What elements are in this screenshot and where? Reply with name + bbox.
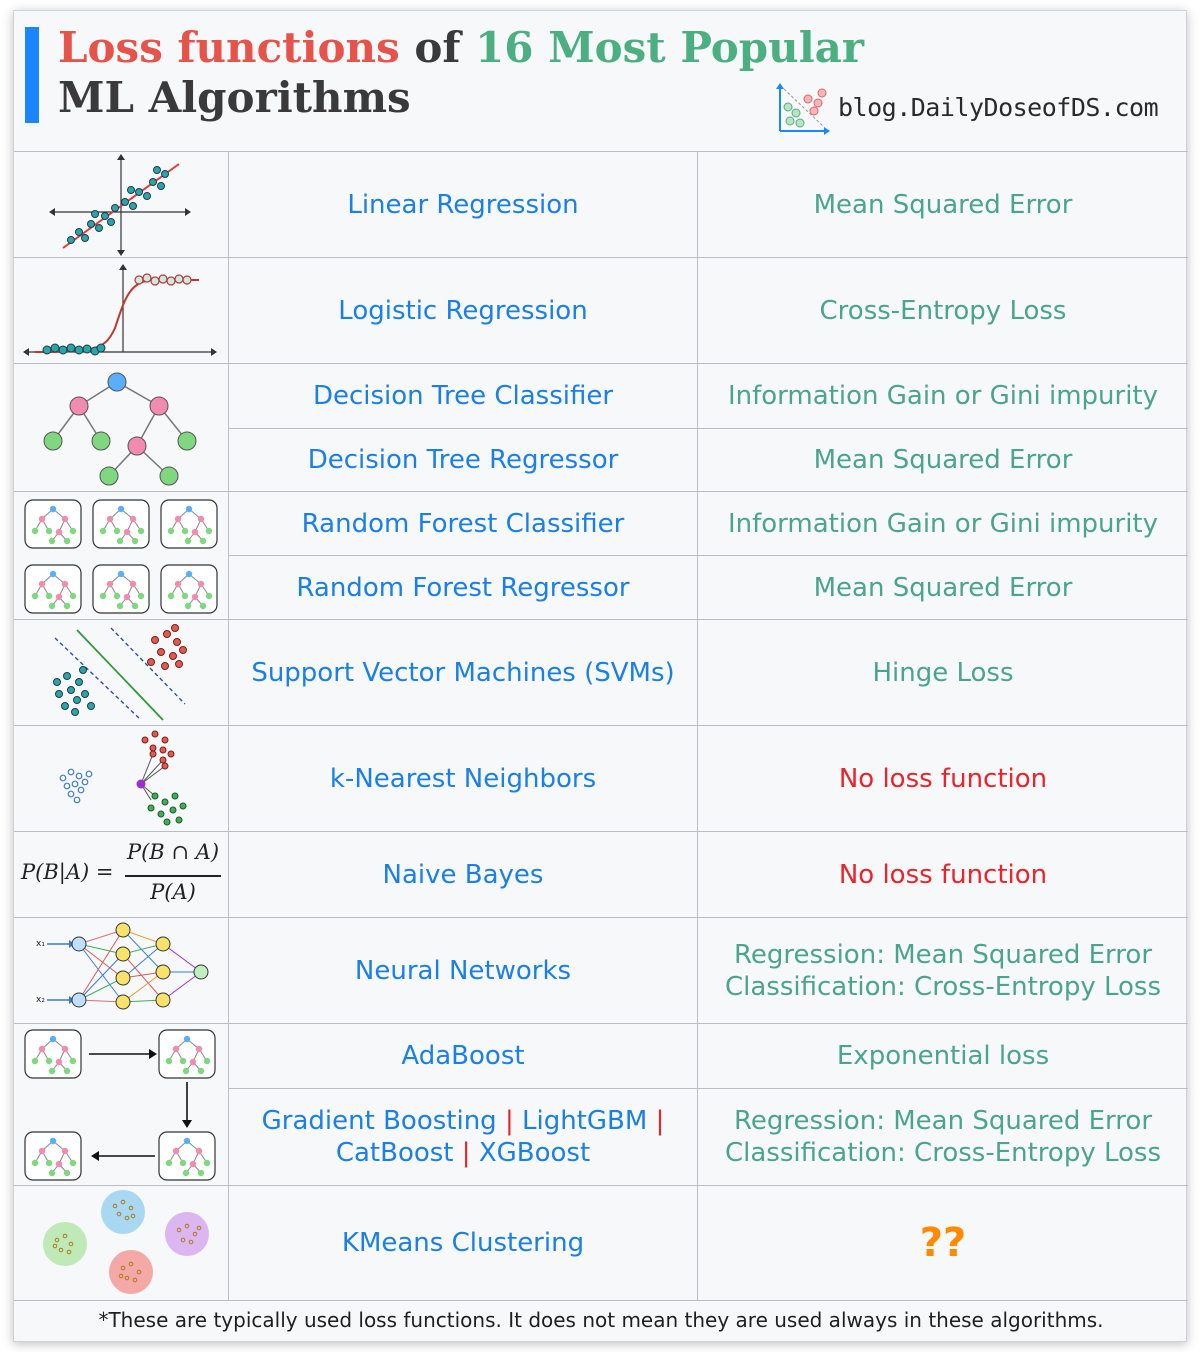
column-divider — [228, 151, 229, 1301]
row-divider — [14, 491, 1188, 492]
algorithm-random-forest-regressor: Random Forest Regressor — [296, 572, 630, 603]
random-forest-icon — [24, 499, 218, 614]
row-divider — [14, 363, 1188, 364]
loss-gradient-boosting: Regression: Mean Squared Error Classific… — [698, 1089, 1188, 1185]
scatter-plot-logo-icon — [776, 83, 830, 135]
footnote: *These are typically used loss functions… — [98, 1308, 1104, 1332]
table-top-border — [14, 151, 1188, 152]
bayes-fraction-bar — [125, 875, 221, 877]
nn-input-x1: x₁ — [36, 939, 45, 949]
algorithm-decision-tree-classifier: Decision Tree Classifier — [312, 381, 614, 411]
loss-logistic-regression: Cross-Entropy Loss — [819, 295, 1067, 326]
decision-tree-icon — [43, 372, 197, 486]
gb-separator: | — [655, 1106, 665, 1136]
row-divider — [14, 917, 1188, 918]
algorithm-adaboost: AdaBoost — [401, 1041, 525, 1071]
blog-url: blog.DailyDoseofDS.com — [838, 93, 1159, 122]
neural-network-icon — [47, 922, 209, 1010]
algorithm-linear-regression: Linear Regression — [347, 189, 579, 220]
loss-neural-networks: Regression: Mean Squared Error Classific… — [698, 918, 1188, 1023]
page-title-line2: ML Algorithms — [58, 73, 411, 122]
row-divider — [14, 725, 1188, 726]
loss-adaboost: Exponential loss — [836, 1041, 1050, 1071]
svm-icon — [53, 624, 187, 721]
infographic-card: Loss functions of 16 Most Popular ML Alg… — [13, 10, 1188, 1342]
title-of: of — [414, 23, 461, 72]
column-divider — [697, 151, 698, 1301]
row-divider — [229, 428, 1188, 429]
algorithm-knn: k-Nearest Neighbors — [329, 763, 597, 794]
algorithm-random-forest-classifier: Random Forest Classifier — [301, 508, 625, 539]
row-divider — [14, 619, 1188, 620]
algorithm-svm: Support Vector Machines (SVMs) — [251, 657, 675, 688]
loss-table: Linear Regression Mean Squared Error Log… — [14, 151, 1188, 1301]
algorithm-naive-bayes: Naive Bayes — [382, 859, 544, 890]
gb-line2: CatBoost | XGBoost — [336, 1137, 590, 1169]
loss-linear-regression: Mean Squared Error — [813, 189, 1073, 220]
loss-nn-regression: Regression: Mean Squared Error — [733, 939, 1153, 970]
loss-kmeans: ?? — [919, 1220, 967, 1266]
row-divider — [14, 1185, 1188, 1186]
loss-svm: Hinge Loss — [872, 657, 1014, 688]
knn-icon — [59, 730, 187, 826]
bayes-numerator: P(B ∩ A) — [126, 840, 220, 864]
bayes-formula: P(B|A) = P(B ∩ A) P(A) — [15, 832, 228, 917]
loss-random-forest-classifier: Information Gain or Gini impurity — [727, 508, 1159, 539]
kmeans-clusters-icon — [43, 1190, 209, 1294]
gb-separator: | — [461, 1138, 471, 1168]
bayes-denominator: P(A) — [150, 880, 196, 904]
title-loss-functions: Loss functions — [58, 23, 400, 72]
loss-nn-classification: Classification: Cross-Entropy Loss — [724, 971, 1162, 1002]
loss-naive-bayes: No loss function — [838, 859, 1048, 890]
algorithm-neural-networks: Neural Networks — [354, 955, 572, 986]
loss-gb-regression: Regression: Mean Squared Error — [733, 1106, 1153, 1136]
row-divider — [229, 1088, 1188, 1089]
gb-line1: Gradient Boosting | LightGBM | — [262, 1105, 665, 1137]
loss-knn: No loss function — [838, 763, 1048, 794]
loss-decision-tree-regressor: Mean Squared Error — [813, 445, 1073, 475]
loss-random-forest-regressor: Mean Squared Error — [813, 572, 1073, 603]
nn-input-x2: x₂ — [36, 995, 45, 1005]
loss-decision-tree-classifier: Information Gain or Gini impurity — [727, 381, 1159, 411]
algorithm-kmeans: KMeans Clustering — [341, 1228, 585, 1258]
sigmoid-icon — [23, 264, 217, 356]
row-divider — [14, 831, 1188, 832]
gb-xgboost: XGBoost — [478, 1138, 591, 1168]
gb-gradient-boosting: Gradient Boosting — [261, 1106, 497, 1136]
title-most-popular: 16 Most Popular — [475, 23, 864, 72]
gb-separator: | — [504, 1106, 514, 1136]
row-divider — [229, 555, 1188, 556]
row-divider — [14, 1023, 1188, 1024]
algorithm-gradient-boosting: Gradient Boosting | LightGBM | CatBoost … — [229, 1089, 697, 1185]
boosting-flow-icon — [24, 1029, 216, 1181]
page-title-line1: Loss functions of 16 Most Popular — [58, 23, 864, 73]
algorithm-decision-tree-regressor: Decision Tree Regressor — [307, 445, 619, 475]
row-divider — [14, 257, 1188, 258]
accent-bar — [25, 27, 39, 123]
table-bottom-border — [14, 1300, 1188, 1301]
loss-gb-classification: Classification: Cross-Entropy Loss — [724, 1138, 1162, 1168]
gb-lightgbm: LightGBM — [521, 1106, 648, 1136]
bayes-lhs: P(B|A) = — [21, 860, 114, 884]
linear-regression-icon — [49, 154, 191, 256]
algorithm-logistic-regression: Logistic Regression — [338, 295, 588, 326]
gb-catboost: CatBoost — [335, 1138, 454, 1168]
